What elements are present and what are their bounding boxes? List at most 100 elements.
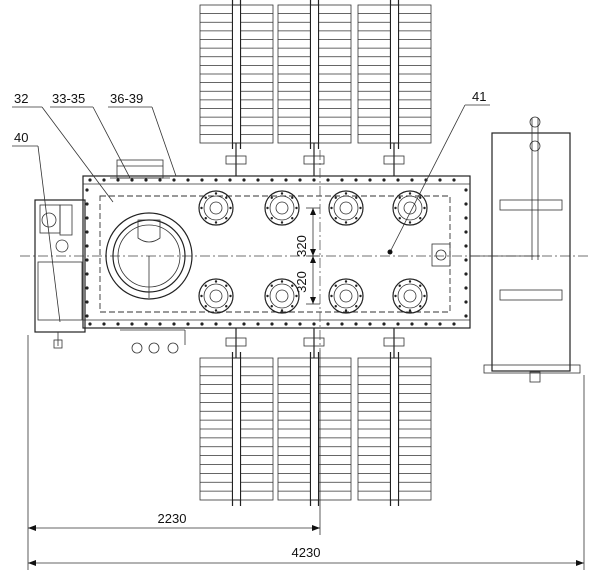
bolt [144,322,148,326]
callout-32: 32 [14,91,28,106]
bolt [172,178,176,182]
bolt [464,244,468,248]
bolt [396,322,400,326]
bolt [410,322,414,326]
bolt [464,272,468,276]
radiator [357,0,432,149]
bolt [102,178,106,182]
bolt [186,322,190,326]
bushing [328,278,364,314]
bolt [85,314,89,318]
bolt [396,178,400,182]
bolt [85,230,89,234]
radiator-bank-bottom [199,328,432,506]
bolt [256,178,260,182]
bolt [410,178,414,182]
radiator [277,0,352,149]
bolt [228,178,232,182]
bolt [464,230,468,234]
pipe-flange [383,155,405,165]
dimension-4230: 4230 [292,545,321,560]
bolt [116,178,120,182]
bolt [312,322,316,326]
radiator [199,352,274,506]
bolt [354,322,358,326]
bushing [392,190,428,226]
bushing [264,190,300,226]
bolt [85,216,89,220]
bolt [354,178,358,182]
bolt [368,178,372,182]
bolt [438,178,442,182]
tank-bolts [85,178,468,326]
manhole-flange [105,212,193,300]
bolt [340,178,344,182]
bolt [85,258,89,262]
bolt [340,322,344,326]
bolt [464,188,468,192]
bushing [264,278,300,314]
top-handrail [110,159,170,179]
bolt [284,322,288,326]
bolt [85,272,89,276]
bushing [328,190,364,226]
bolt [464,286,468,290]
bolt [464,202,468,206]
pipe-flange [225,155,247,165]
dimension-320-upper: 320 [294,235,309,257]
bolt [242,178,246,182]
bolt [256,322,260,326]
bolt [130,322,134,326]
bolt [85,188,89,192]
callout-40: 40 [14,130,28,145]
bolt [200,322,204,326]
overall-dimensions [27,335,585,570]
bolt [464,314,468,318]
callout-36-39: 36-39 [110,91,143,106]
dimension-320-lower: 320 [294,271,309,293]
pipe-flange [225,337,247,347]
bolt [452,322,456,326]
bolt [242,322,246,326]
bolt [270,322,274,326]
bushing [198,190,234,226]
left-end-box [34,199,86,349]
bolt [158,178,162,182]
bushing [392,278,428,314]
bolt [214,322,218,326]
bolt [85,244,89,248]
bolt [102,322,106,326]
radiator-bank-top [199,0,432,176]
bolt [85,202,89,206]
bolt [85,286,89,290]
pipe-flange [383,337,405,347]
bolt [88,178,92,182]
bolt [424,322,428,326]
pipe-flange [303,155,325,165]
bolt [214,178,218,182]
bolt [382,322,386,326]
radiator [357,352,432,506]
bolt [382,178,386,182]
bolt [88,322,92,326]
bolt [298,178,302,182]
bottom-valves [120,329,186,354]
bushings [198,190,428,314]
bolt [326,322,330,326]
bolt [464,258,468,262]
leader-lines [12,104,490,323]
bolt [284,178,288,182]
bolt [298,322,302,326]
bolt [326,178,330,182]
bolt [200,178,204,182]
pipe-flange [303,337,325,347]
radiator [199,0,274,149]
bolt [116,322,120,326]
bolt [452,178,456,182]
bolt [130,178,134,182]
bolt [158,322,162,326]
bolt [270,178,274,182]
bolt [438,322,442,326]
callout-41: 41 [472,89,486,104]
